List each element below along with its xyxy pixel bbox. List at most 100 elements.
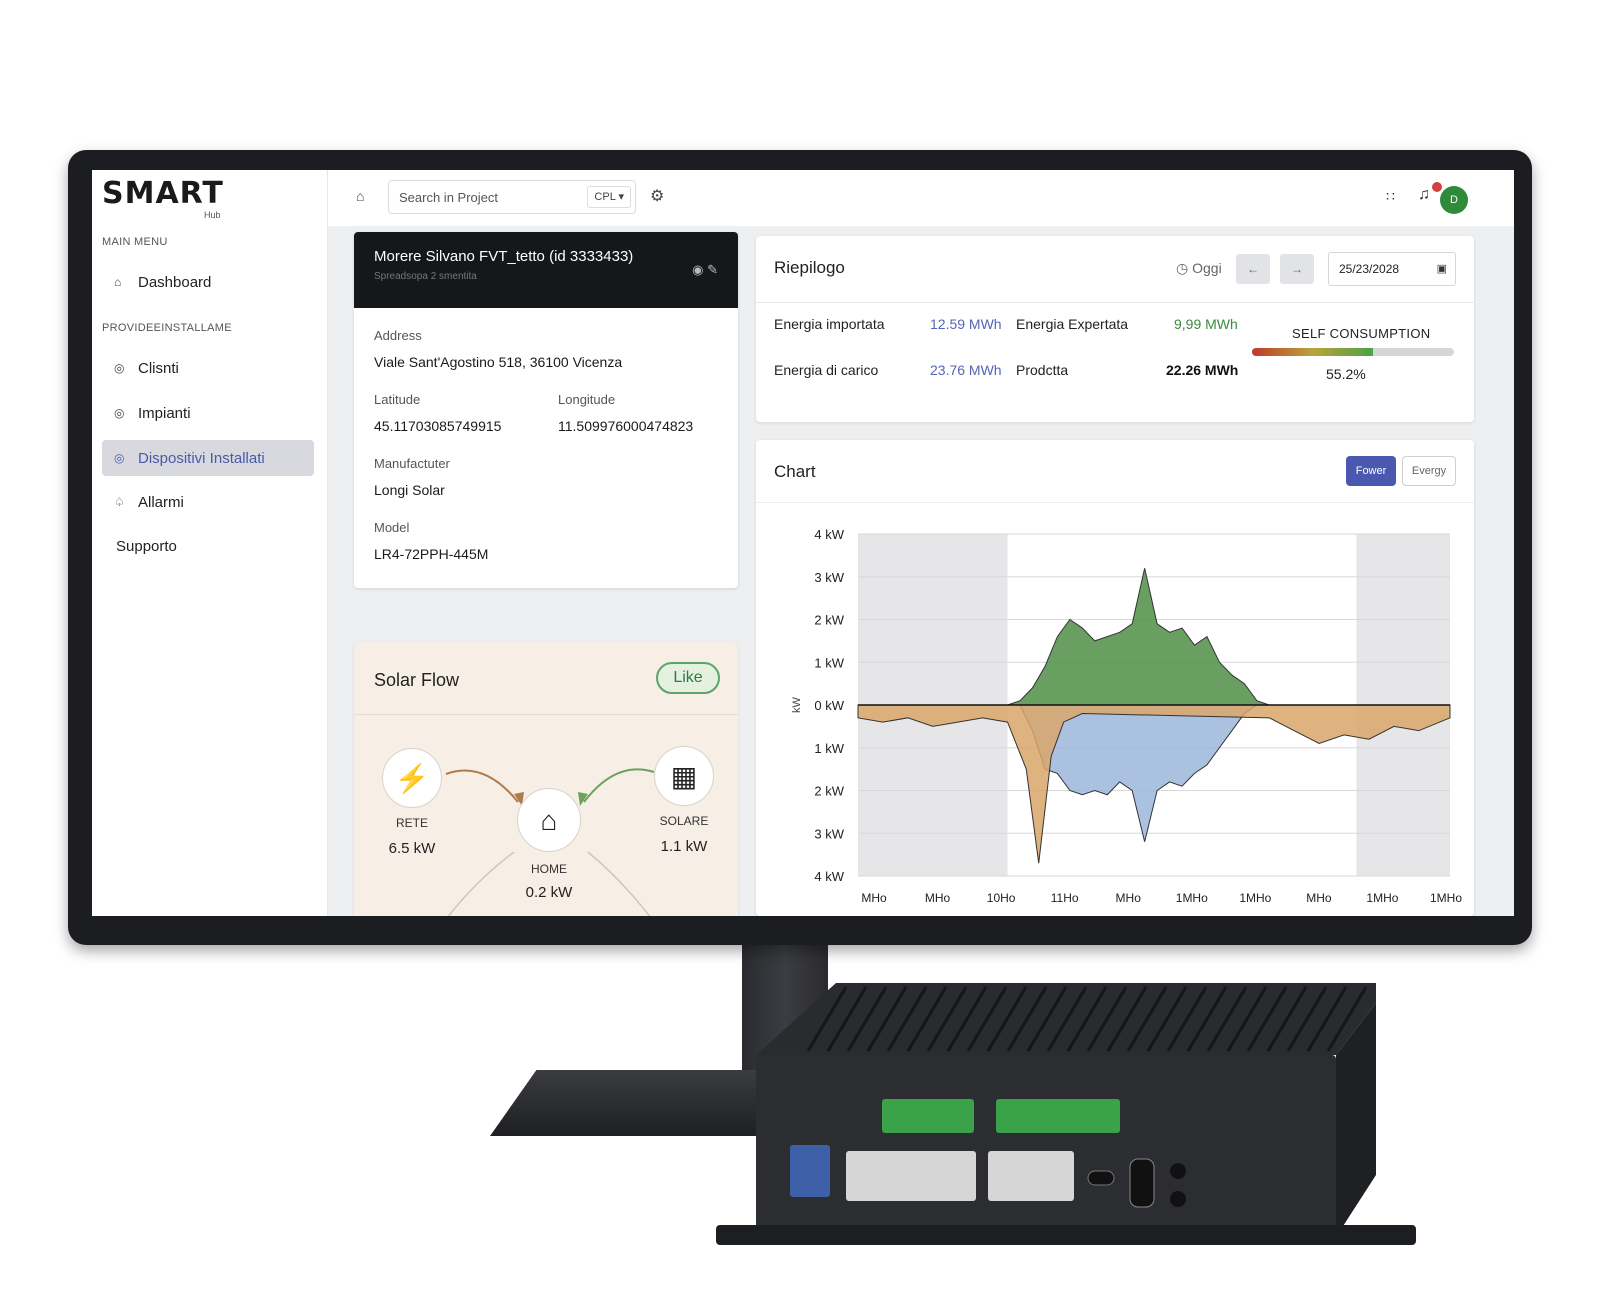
flow-arrow-solare-home bbox=[583, 768, 655, 803]
y-tick-label: 1 kW bbox=[814, 741, 844, 756]
solar-panel-icon[interactable]: ▦ bbox=[654, 746, 714, 806]
sidebar-item-clienti[interactable]: ◎ Clisnti bbox=[102, 350, 314, 386]
x-tick-label: 1MHo bbox=[1366, 891, 1398, 905]
solar-flow-title: Solar Flow bbox=[374, 670, 460, 690]
next-day-button[interactable]: → bbox=[1280, 254, 1314, 284]
pc-mount-bracket bbox=[716, 1225, 1416, 1245]
y-axis-label: kW bbox=[791, 696, 803, 713]
y-tick-label: 1 kW bbox=[814, 655, 844, 670]
sidebar-item-allarmi[interactable]: ♤ Allarmi bbox=[102, 484, 314, 520]
divider bbox=[756, 302, 1474, 303]
circle-icon: ◎ bbox=[114, 406, 125, 420]
circle-icon: ◎ bbox=[114, 361, 125, 375]
pc-front-panel bbox=[756, 1055, 1336, 1237]
main-menu-heading: MAIN MENU bbox=[102, 236, 168, 248]
hdmi-port-icon[interactable] bbox=[1129, 1158, 1155, 1208]
device-title: Morere Silvano FVT_tetto (id 3333433) bbox=[374, 248, 634, 265]
prev-day-button[interactable]: ← bbox=[1236, 254, 1270, 284]
x-tick-label: MHo bbox=[1306, 891, 1332, 905]
power-button-icon[interactable] bbox=[1170, 1163, 1186, 1179]
y-tick-label: 2 kW bbox=[814, 784, 844, 799]
flow-arrows bbox=[445, 768, 655, 916]
self-consumption-label: SELF CONSUMPTION bbox=[1292, 326, 1431, 341]
app-screen: SMART Hub MAIN MENU ⌂ Dashboard PROVIDEE… bbox=[92, 170, 1514, 916]
notification-bell-icon[interactable]: ♫ bbox=[1418, 186, 1430, 203]
summary-title: Riepilogo bbox=[774, 258, 845, 277]
energy-exported-label: Energia Expertata bbox=[1016, 316, 1129, 332]
divider bbox=[354, 714, 738, 715]
y-tick-label: 2 kW bbox=[814, 613, 844, 628]
usb-c-port-icon[interactable] bbox=[1087, 1170, 1115, 1186]
self-consumption-value: 55.2% bbox=[1326, 366, 1366, 382]
arrow-head-icon bbox=[578, 792, 588, 806]
terminal-block-2[interactable] bbox=[996, 1099, 1120, 1133]
ethernet-port-icon[interactable] bbox=[988, 1151, 1074, 1201]
today-button[interactable]: ◷ Oggi bbox=[1176, 260, 1222, 277]
model-value: LR4-72PPH-445M bbox=[374, 546, 489, 562]
home-value: 0.2 kW bbox=[525, 884, 573, 901]
ethernet-port-icon[interactable] bbox=[846, 1151, 976, 1201]
avatar[interactable]: D bbox=[1440, 186, 1468, 214]
search-input[interactable] bbox=[399, 189, 569, 205]
brand-logo[interactable]: SMART bbox=[102, 176, 224, 211]
x-tick-label: 11Ho bbox=[1051, 891, 1079, 905]
summary-card: Riepilogo ◷ Oggi ← → 25/23/2028 ▣ Energi… bbox=[756, 236, 1474, 422]
energy-produced-label: Prodctta bbox=[1016, 362, 1069, 378]
search-scope-select[interactable]: CPL ▾ bbox=[587, 186, 631, 208]
date-field[interactable]: 25/23/2028 ▣ bbox=[1328, 252, 1456, 286]
home-icon[interactable]: ⌂ bbox=[356, 188, 365, 204]
power-tab-button[interactable]: Fower bbox=[1346, 456, 1396, 486]
gear-icon[interactable]: ⚙ bbox=[650, 188, 665, 205]
manufacturer-value: Longi Solar bbox=[374, 482, 445, 498]
arrow-right-icon: → bbox=[1291, 262, 1303, 276]
sidebar-item-label: Dispositivi Installati bbox=[138, 449, 265, 467]
home-icon: ⌂ bbox=[114, 275, 122, 289]
sidebar-item-dispositivi[interactable]: ◎ Dispositivi Installati bbox=[102, 440, 314, 476]
series-area-2 bbox=[857, 704, 1451, 864]
series-area-0 bbox=[1007, 568, 1270, 706]
apps-grid-icon[interactable]: ∷ bbox=[1386, 188, 1395, 204]
circle-icon: ◎ bbox=[114, 451, 125, 465]
y-tick-label: 3 kW bbox=[814, 570, 844, 585]
device-actions: ◉ ✎ bbox=[692, 262, 718, 278]
flow-arrow-rete-home bbox=[445, 769, 519, 803]
grid-tower-icon[interactable]: ⚡ bbox=[382, 748, 442, 808]
latitude-label: Latitude bbox=[374, 392, 421, 407]
terminal-block-1[interactable] bbox=[882, 1099, 974, 1133]
solare-value: 1.1 kW bbox=[660, 838, 708, 855]
flow-arrow-home-battery bbox=[447, 851, 515, 916]
y-tick-label: 3 kW bbox=[814, 826, 844, 841]
sidebar-item-dashboard[interactable]: ⌂ Dashboard bbox=[102, 264, 314, 300]
eye-icon[interactable]: ◉ bbox=[692, 262, 704, 277]
sidebar-item-label: Dashboard bbox=[138, 273, 212, 291]
device-subtitle: Spreadsopa 2 smentita bbox=[374, 271, 477, 282]
calendar-icon[interactable]: ▣ bbox=[1436, 263, 1447, 275]
mini-pc bbox=[716, 983, 1416, 1245]
sidebar-item-label: Supporto bbox=[116, 537, 177, 555]
edit-icon[interactable]: ✎ bbox=[707, 262, 718, 277]
x-tick-label: 1MHo bbox=[1239, 891, 1271, 905]
arrow-left-icon: ← bbox=[1247, 262, 1259, 276]
sidebar-item-supporto[interactable]: Supporto bbox=[102, 528, 314, 564]
address-value: Viale Sant'Agostino 518, 36100 Vicenza bbox=[374, 354, 623, 370]
pc-heatsink-fins bbox=[806, 986, 1368, 1052]
provider-menu-heading: PROVIDEEINSTALLAME bbox=[102, 322, 232, 334]
energy-tab-button[interactable]: Evergy bbox=[1402, 456, 1456, 486]
sidebar-item-label: Impianti bbox=[138, 404, 191, 422]
device-card: Morere Silvano FVT_tetto (id 3333433) Sp… bbox=[354, 232, 738, 588]
energy-exported-value: 9,99 MWh bbox=[1174, 316, 1238, 332]
solare-label: SOLARE bbox=[659, 814, 709, 828]
energy-load-value: 23.76 MWh bbox=[930, 362, 1002, 378]
search-box: CPL ▾ bbox=[388, 180, 636, 214]
y-tick-label: 4 kW bbox=[814, 869, 844, 884]
live-toggle-button[interactable]: Like bbox=[656, 662, 720, 694]
bell-icon: ♤ bbox=[114, 495, 125, 509]
sidebar-item-impianti[interactable]: ◎ Impianti bbox=[102, 395, 314, 431]
house-icon[interactable]: ⌂ bbox=[517, 788, 581, 852]
x-tick-label: MHo bbox=[925, 891, 951, 905]
usb-port-icon[interactable] bbox=[790, 1145, 830, 1197]
home-label: HOME bbox=[531, 862, 567, 876]
divider bbox=[756, 502, 1474, 503]
reset-button-icon[interactable] bbox=[1170, 1191, 1186, 1207]
